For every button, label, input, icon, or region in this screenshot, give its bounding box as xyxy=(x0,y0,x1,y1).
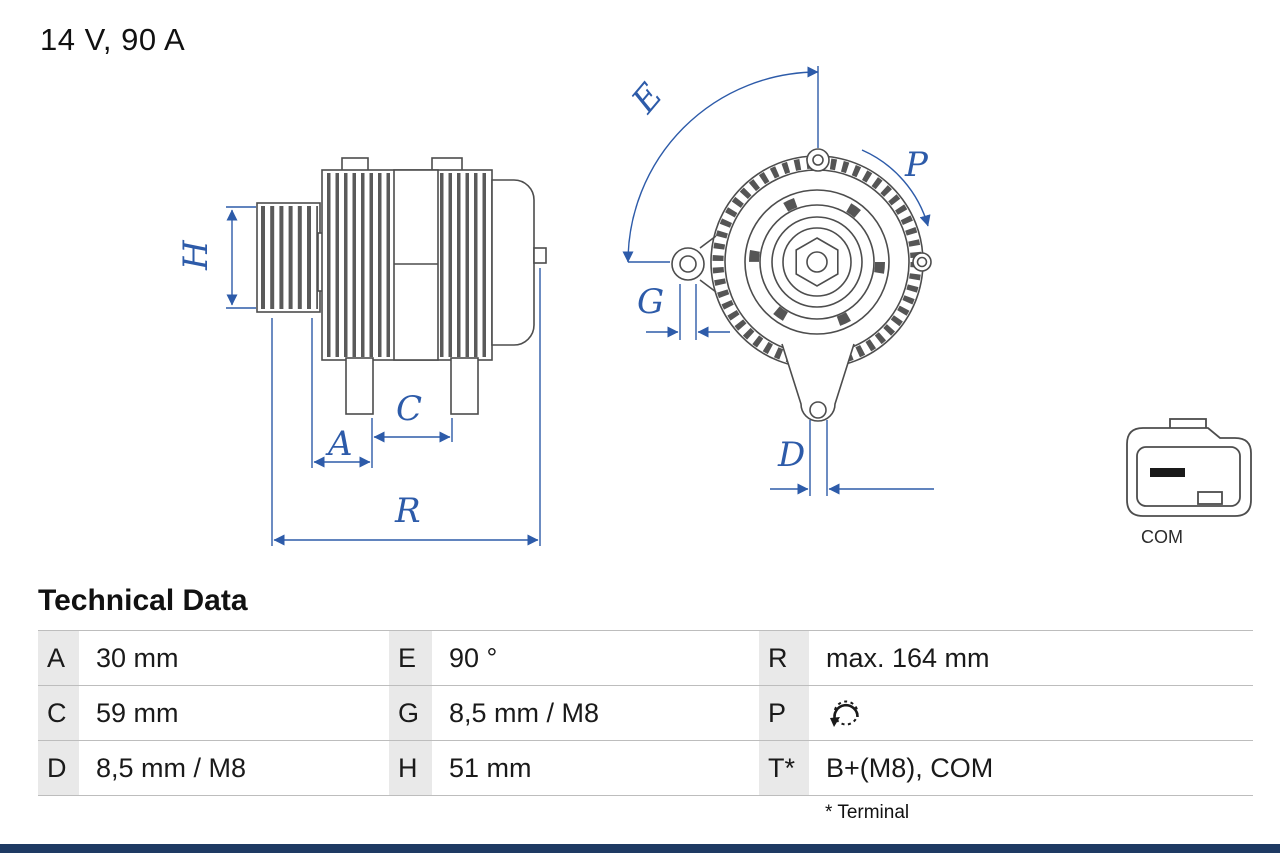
dim-label-g: G xyxy=(637,282,664,322)
spec-key: R xyxy=(759,630,809,686)
dim-label-r: R xyxy=(394,491,421,531)
product-rating: 14 V, 90 A xyxy=(40,22,186,57)
spec-key: E xyxy=(389,630,432,686)
technical-data-table: A 30 mm E 90 ° R max. 164 mm C 59 mm G 8… xyxy=(38,630,1253,796)
dim-label-h: H xyxy=(176,239,216,271)
alternator-side-view xyxy=(256,157,547,415)
table-row: D 8,5 mm / M8 H 51 mm T* B+(M8), COM xyxy=(38,740,1253,796)
front-view-dimensions xyxy=(622,66,934,496)
spec-value: 8,5 mm / M8 xyxy=(79,740,389,796)
terminal-footnote: * Terminal xyxy=(825,802,910,823)
spec-key: A xyxy=(38,630,79,686)
spec-value: B+(M8), COM xyxy=(809,740,1253,796)
rotation-direction-icon xyxy=(830,700,859,727)
spec-value-rotation xyxy=(809,685,1253,741)
spec-key: D xyxy=(38,740,79,796)
spec-value: 51 mm xyxy=(432,740,759,796)
side-view-dimension-labels: H A C R xyxy=(176,239,422,531)
spec-value: max. 164 mm xyxy=(809,630,1253,686)
technical-data-title: Technical Data xyxy=(38,584,248,617)
spec-value: 59 mm xyxy=(79,685,389,741)
dim-label-a: A xyxy=(325,424,353,464)
bottom-brand-bar xyxy=(0,844,1280,853)
spec-key: C xyxy=(38,685,79,741)
dim-label-e: E xyxy=(624,76,671,122)
spec-key: P xyxy=(759,685,809,741)
spec-value: 30 mm xyxy=(79,630,389,686)
connector-label: COM xyxy=(1141,527,1183,547)
technical-drawing: H A C R xyxy=(176,66,1252,547)
side-view-dimensions xyxy=(226,206,541,546)
alternator-front-view xyxy=(671,148,932,422)
spec-key: T* xyxy=(759,740,809,796)
technical-data-section: Technical Data A 30 mm E 90 ° R max. 164… xyxy=(38,584,1253,824)
dim-label-d: D xyxy=(777,435,805,475)
spec-value: 90 ° xyxy=(432,630,759,686)
front-view-dimension-labels: E P G D xyxy=(624,76,929,475)
connector-minus-mark xyxy=(1150,468,1185,477)
table-row: C 59 mm G 8,5 mm / M8 P xyxy=(38,685,1253,741)
spec-key: G xyxy=(389,685,432,741)
spec-key: H xyxy=(389,740,432,796)
dim-label-c: C xyxy=(396,389,422,429)
connector-drawing xyxy=(1126,418,1252,517)
dim-label-p: P xyxy=(904,145,929,185)
spec-value: 8,5 mm / M8 xyxy=(432,685,759,741)
table-row: A 30 mm E 90 ° R max. 164 mm xyxy=(38,630,1253,686)
